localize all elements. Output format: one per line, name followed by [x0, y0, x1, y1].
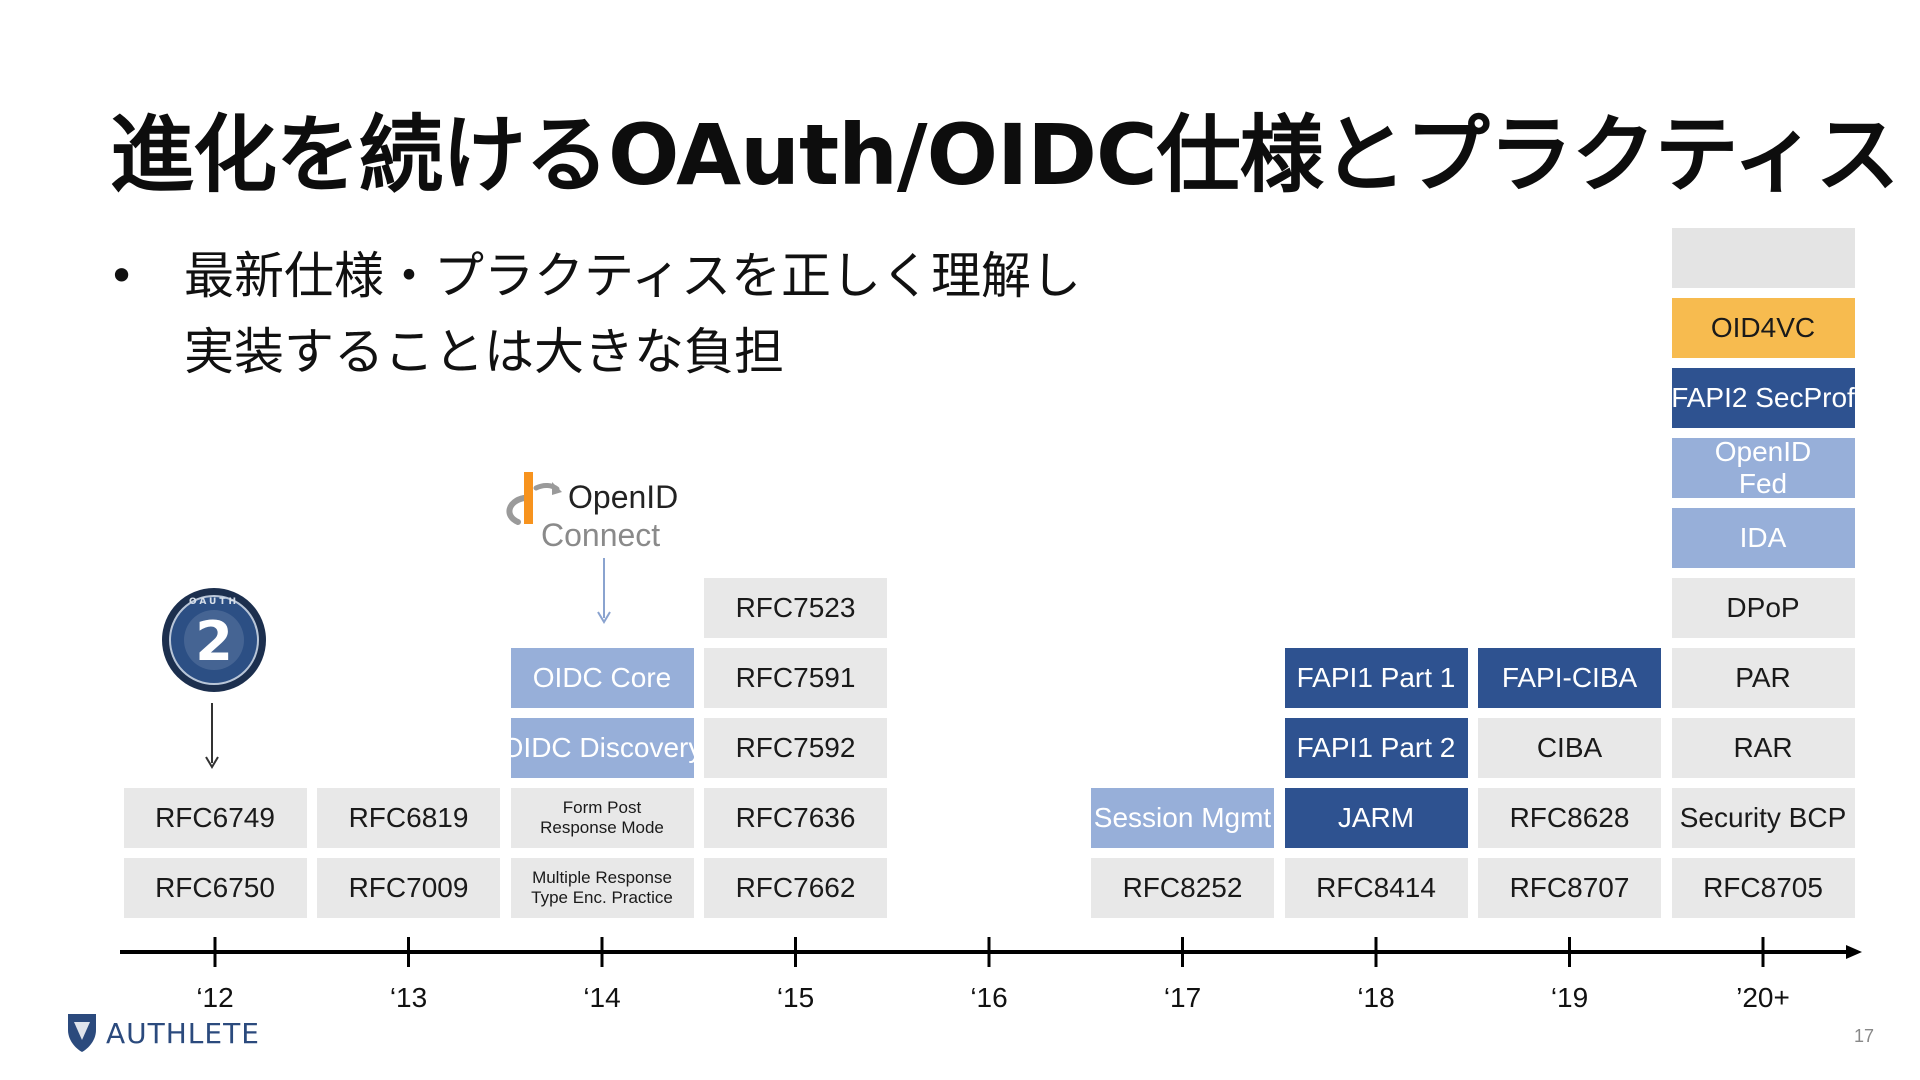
spec-box-rfc6750: RFC6750	[123, 858, 307, 918]
spec-box-dpop: DPoP	[1671, 578, 1855, 638]
spec-box-oidc-discovery: OIDC Discovery	[510, 718, 694, 778]
year-label: ‘12	[196, 982, 234, 1013]
spec-box-label: RFC8705	[1703, 871, 1823, 903]
spec-box-rfc8705: RFC8705	[1671, 858, 1855, 918]
timeline-axis	[120, 937, 1862, 967]
spec-box-rfc7662: RFC7662	[704, 858, 887, 918]
spec-box-label: OIDC Discovery	[510, 731, 694, 763]
oauth-down-arrow-icon	[205, 703, 219, 769]
spec-box-label: RFC8252	[1122, 871, 1243, 903]
oauth-badge-text: OAUTH	[189, 597, 239, 607]
oauth2-badge-logo: OAUTH 2	[162, 588, 266, 692]
spec-box-label: RFC8628	[1509, 801, 1630, 833]
spec-box-label: Session Mgmt	[1093, 801, 1272, 833]
year-label: ‘15	[776, 982, 815, 1013]
year-label: ‘14	[583, 982, 621, 1013]
bullet-line-1: 最新仕様・プラクティスを正しく理解し	[184, 247, 1081, 305]
spec-box-label: RFC7523	[735, 591, 856, 623]
spec-box-label: PAR	[1735, 661, 1791, 693]
spec-box-ciba: CIBA	[1478, 718, 1661, 778]
spec-box-rfc7592: RFC7592	[704, 718, 887, 778]
spec-box-label: RFC7662	[735, 871, 856, 903]
spec-box-label: DPoP	[1726, 591, 1800, 623]
spec-box-blank	[1671, 228, 1855, 288]
spec-box-label: RFC7591	[735, 661, 856, 693]
spec-box-label: RFC6749	[155, 801, 275, 833]
spec-box-label: RFC6819	[348, 801, 469, 833]
openid-wordmark: OpenID	[568, 479, 678, 515]
spec-box-fapi-ciba: FAPI-CIBA	[1478, 648, 1661, 708]
spec-box-rfc7636: RFC7636	[704, 788, 887, 848]
year-label: ‘16	[970, 982, 1008, 1013]
spec-box-jarm: JARM	[1284, 788, 1468, 848]
year-label: ‘17	[1163, 982, 1202, 1013]
spec-box-rfc8414: RFC8414	[1284, 858, 1468, 918]
spec-box-label: Security BCP	[1679, 801, 1847, 833]
connect-wordmark: Connect	[541, 517, 660, 553]
year-label: ‘13	[389, 982, 428, 1013]
spec-box-label: RFC6750	[155, 871, 275, 903]
page-number: 17	[1853, 1026, 1874, 1046]
spec-box-label: RFC8707	[1509, 871, 1630, 903]
authlete-shield-icon	[68, 1014, 96, 1052]
spec-box-label: FAPI2 SecProf	[1671, 381, 1855, 413]
spec-box-label: RFC7592	[735, 731, 856, 763]
spec-box-rfc7591: RFC7591	[704, 648, 887, 708]
slide-title: 進化を続けるOAuth/OIDC仕様とプラクティス	[110, 106, 1900, 204]
spec-box-label: JARM	[1337, 801, 1415, 833]
spec-box-rfc8252: RFC8252	[1091, 858, 1274, 918]
spec-box-label: OIDC Core	[532, 661, 672, 693]
spec-box-rfc7523: RFC7523	[704, 578, 887, 638]
spec-box-oid4vc: OID4VC	[1671, 298, 1855, 358]
bullet-marker: •	[108, 249, 136, 303]
spec-box-security-bcp: Security BCP	[1671, 788, 1855, 848]
spec-box-rfc6749: RFC6749	[123, 788, 307, 848]
spec-box-session-mgmt: Session Mgmt	[1091, 788, 1274, 848]
spec-box-rfc7009: RFC7009	[317, 858, 500, 918]
spec-box-label: RFC7636	[735, 801, 856, 833]
spec-box-label: FAPI-CIBA	[1501, 661, 1638, 693]
authlete-wordmark: AUTHLETE	[106, 1017, 260, 1050]
spec-box-rar: RAR	[1671, 718, 1855, 778]
spec-box-label: FAPI1 Part 2	[1296, 731, 1456, 763]
bullet-line-2: 実装することは大きな負担	[184, 323, 784, 381]
spec-box-fapi1-part-1: FAPI1 Part 1	[1284, 648, 1468, 708]
axis-arrowhead-icon	[1846, 945, 1862, 959]
spec-box-label: IDA	[1739, 521, 1787, 553]
oauth-badge-number: 2	[195, 610, 233, 673]
spec-box-fapi2-secprof: FAPI2 SecProf	[1671, 368, 1855, 428]
year-label: ‘18	[1357, 982, 1395, 1013]
year-label: ’20+	[1736, 982, 1790, 1013]
spec-box-label: CIBA	[1536, 731, 1603, 763]
spec-box-par: PAR	[1671, 648, 1855, 708]
spec-box-label: OID4VC	[1710, 311, 1816, 343]
spec-box-label: FAPI1 Part 1	[1296, 661, 1456, 693]
spec-box-label: RAR	[1733, 731, 1793, 763]
year-label: ‘19	[1550, 982, 1589, 1013]
openid-symbol-icon	[506, 472, 562, 525]
authlete-logo: AUTHLETE	[68, 1014, 260, 1052]
spec-box-label: RFC7009	[348, 871, 469, 903]
spec-box-rfc8628: RFC8628	[1478, 788, 1661, 848]
spec-box-ida: IDA	[1671, 508, 1855, 568]
spec-box-rfc8707: RFC8707	[1478, 858, 1661, 918]
spec-box-rfc6819: RFC6819	[317, 788, 500, 848]
openid-connect-logo: OpenID Connect	[506, 472, 678, 553]
spec-box-oidc-core: OIDC Core	[510, 648, 694, 708]
openid-down-arrow-icon	[597, 558, 611, 624]
spec-box-fapi1-part-2: FAPI1 Part 2	[1284, 718, 1468, 778]
spec-box-label: RFC8414	[1316, 871, 1436, 903]
